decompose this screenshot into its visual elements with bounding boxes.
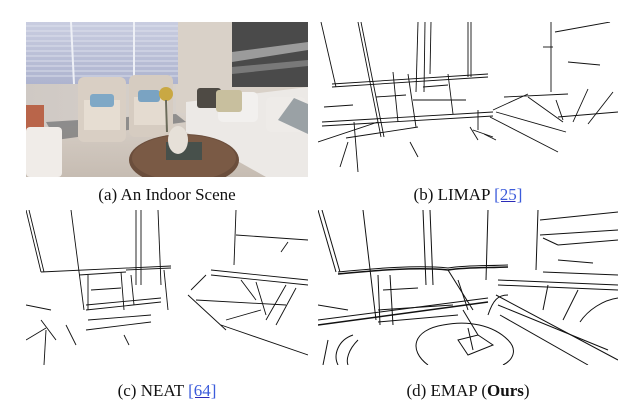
panel-a-indoor-photo xyxy=(26,22,308,177)
caption-c-title: NEAT xyxy=(140,381,184,400)
caption-a-title: An Indoor Scene xyxy=(120,185,236,204)
caption-c: (c) NEAT [64] xyxy=(26,381,308,401)
panel-c-neat-lines xyxy=(26,210,308,365)
citation-link-64[interactable]: [64] xyxy=(188,381,217,400)
caption-b-label: (b) xyxy=(413,185,434,204)
caption-a-label: (a) xyxy=(98,185,118,204)
caption-d-paren-close: ) xyxy=(523,381,530,400)
caption-c-label: (c) xyxy=(117,381,137,400)
caption-d-title: EMAP xyxy=(430,381,478,400)
caption-a: (a) An Indoor Scene xyxy=(26,185,308,205)
caption-b: (b) LIMAP [25] xyxy=(318,185,618,205)
caption-d-ours: Ours xyxy=(487,381,524,400)
citation-link-25[interactable]: [25] xyxy=(494,185,523,204)
caption-b-title: LIMAP xyxy=(437,185,490,204)
caption-d-label: (d) xyxy=(406,381,427,400)
panel-d-emap-lines xyxy=(318,210,618,365)
caption-d: (d) EMAP (Ours) xyxy=(318,381,618,401)
caption-d-paren-open: ( xyxy=(477,381,488,400)
panel-b-limap-lines xyxy=(318,22,618,177)
